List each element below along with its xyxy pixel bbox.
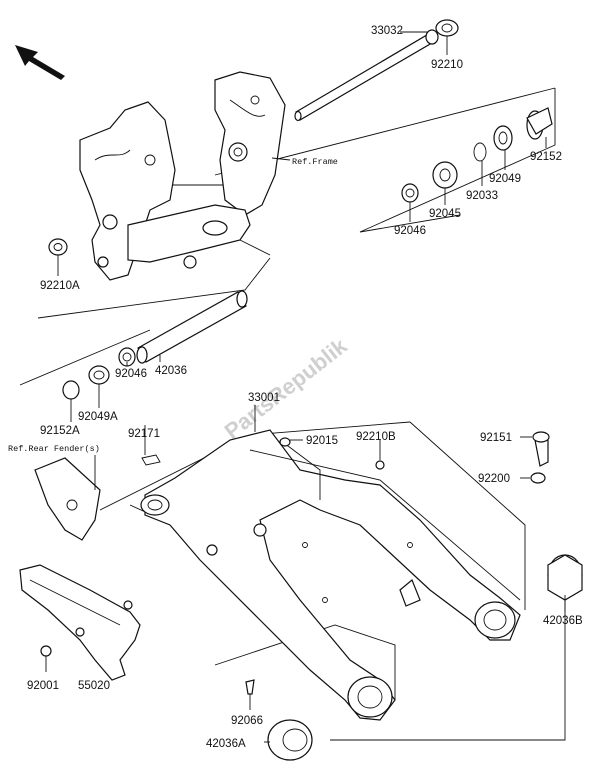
nut-92210A [48,238,68,256]
clip-92171 [141,454,161,466]
label-92001: 92001 [27,680,59,692]
pivot-shaft-33032 [294,29,439,122]
nut-92210 [435,19,459,37]
collar-42036 [136,290,248,364]
label-33032: 33032 [371,25,403,37]
collar-42036B [547,554,583,601]
label-92200: 92200 [478,473,510,485]
bolt-92015 [279,437,291,447]
bolt-92001 [40,645,52,657]
label-42036B: 42036B [543,615,583,627]
label-92046-top: 92046 [394,225,426,237]
label-92210A: 92210A [40,280,80,292]
label-92152A: 92152A [40,425,80,437]
front-direction-arrow-icon [15,45,65,80]
leader-lines [45,31,566,743]
label-92210: 92210 [431,59,463,71]
bearing-stack-left [62,347,136,400]
rear-fender-reference [34,457,101,541]
bolt-92066 [245,679,255,695]
label-92015: 92015 [306,435,338,447]
label-55020: 55020 [78,680,110,692]
watermark: PartsRepublik [220,333,353,444]
label-92152: 92152 [530,151,562,163]
ref-rear-fender-label: Ref.Rear Fender(s) [8,444,100,454]
label-92046-left: 92046 [115,368,147,380]
label-92049: 92049 [489,173,521,185]
label-42036A: 42036A [206,738,246,750]
label-92049A: 92049A [78,411,118,423]
label-42036: 42036 [155,365,187,377]
bolt-92210B [375,460,385,470]
chain-guard-55020 [19,564,141,681]
swingarm-33001 [140,429,521,721]
bearing-stack-right [401,107,553,203]
label-92045: 92045 [429,208,461,220]
label-92066: 92066 [231,715,263,727]
ref-frame-label: Ref.Frame [292,157,338,167]
label-92210B: 92210B [356,431,396,443]
collar-42036A [267,719,313,761]
bolt-92151 [532,431,550,467]
label-92033: 92033 [466,190,498,202]
washer-92200 [530,472,546,484]
frame-reference [79,71,286,281]
label-92151: 92151 [480,432,512,444]
label-92171: 92171 [128,428,160,440]
label-33001: 33001 [248,392,280,404]
